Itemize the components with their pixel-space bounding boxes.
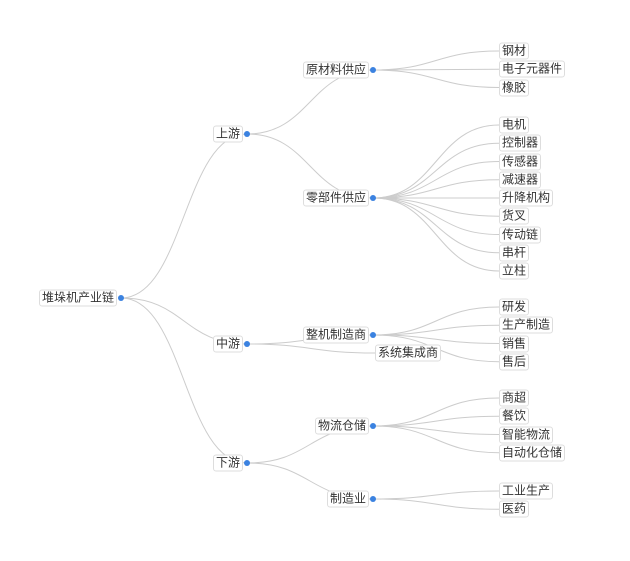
category-node-label: 制造业 xyxy=(326,490,369,508)
tree-edge xyxy=(372,68,500,71)
category-node-label: 原材料供应 xyxy=(302,61,369,79)
leaf-node-label: 智能物流 xyxy=(499,426,554,443)
node-dot[interactable] xyxy=(370,67,376,73)
leaf-node-label: 升降机构 xyxy=(499,189,554,207)
tree-edge xyxy=(372,179,500,199)
category-node-label: 物流仓储 xyxy=(314,417,369,435)
leaf-node-label: 系统集成商 xyxy=(375,344,442,362)
tree-edge xyxy=(372,415,500,427)
tree-edge xyxy=(372,324,500,336)
tree-edge xyxy=(120,297,248,464)
stage-node-label: 上游 xyxy=(212,125,243,143)
node-dot[interactable] xyxy=(370,332,376,338)
tree-edge xyxy=(372,69,500,88)
leaf-node-label: 减速器 xyxy=(499,171,542,189)
leaf-node-label: 研发 xyxy=(499,298,530,316)
leaf-node-label: 控制器 xyxy=(499,134,542,152)
leaf-node-label: 货叉 xyxy=(499,207,530,225)
tree-edge xyxy=(372,197,500,272)
tree-edge xyxy=(372,197,500,235)
tree-edge xyxy=(372,498,500,510)
tree-edge xyxy=(372,334,500,344)
tree-edge xyxy=(246,343,376,354)
tree-edge xyxy=(246,133,374,199)
tree-edge xyxy=(246,69,374,135)
leaf-node-label: 电子元器件 xyxy=(499,60,566,78)
tree-edge xyxy=(372,306,500,336)
leaf-node-label: 电机 xyxy=(499,116,530,134)
stage-node-label: 中游 xyxy=(212,335,243,353)
leaf-node-label: 传动链 xyxy=(499,226,542,243)
leaf-node-label: 自动化仓储 xyxy=(499,444,566,462)
leaf-node-label: 医药 xyxy=(499,500,530,518)
tree-edge xyxy=(372,142,500,199)
leaf-node-label: 橡胶 xyxy=(499,79,530,96)
leaf-node-label: 销售 xyxy=(499,335,530,352)
node-dot[interactable] xyxy=(244,341,250,347)
tree-edge xyxy=(372,161,500,199)
tree-edge xyxy=(372,197,500,254)
node-dot[interactable] xyxy=(244,460,250,466)
tree-edge xyxy=(372,490,500,500)
root-node-label: 堆垛机产业链 xyxy=(38,289,117,307)
node-dot[interactable] xyxy=(244,131,250,137)
stage-node-label: 下游 xyxy=(212,454,243,472)
tree-edge xyxy=(372,397,500,427)
category-node-label: 零部件供应 xyxy=(302,189,369,207)
leaf-node-label: 餐饮 xyxy=(499,407,530,425)
tree-edge xyxy=(372,425,500,454)
leaf-node-label: 商超 xyxy=(499,389,530,407)
node-dot[interactable] xyxy=(370,423,376,429)
tree-edge xyxy=(372,124,500,199)
tree-edge xyxy=(372,50,500,71)
tree-edge xyxy=(372,425,500,435)
node-dot[interactable] xyxy=(118,295,124,301)
leaf-node-label: 立柱 xyxy=(499,262,530,280)
tree-edge xyxy=(372,197,500,217)
leaf-node-label: 工业生产 xyxy=(499,482,554,500)
node-dot[interactable] xyxy=(370,195,376,201)
leaf-node-label: 传感器 xyxy=(499,153,542,170)
category-node-label: 整机制造商 xyxy=(302,326,369,344)
leaf-node-label: 生产制造 xyxy=(499,316,554,334)
tree-edge xyxy=(120,133,248,299)
leaf-node-label: 售后 xyxy=(499,353,530,371)
node-dot[interactable] xyxy=(370,496,376,502)
leaf-node-label: 串杆 xyxy=(499,244,530,262)
leaf-node-label: 钢材 xyxy=(499,42,530,60)
